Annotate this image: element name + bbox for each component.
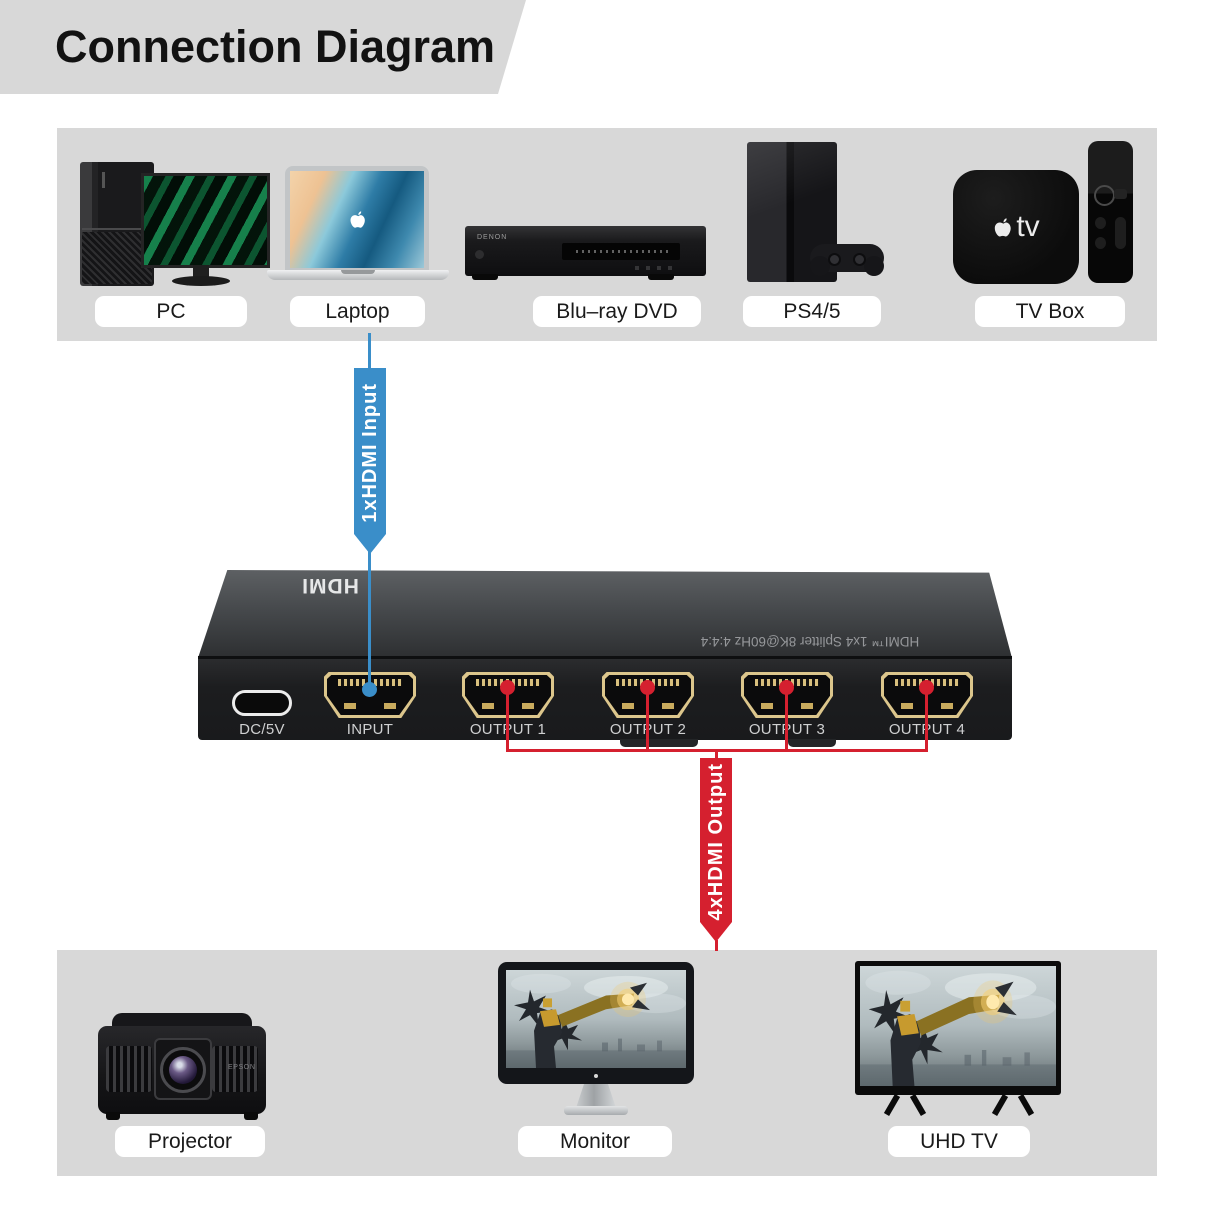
uhdtv-foot	[991, 1093, 1035, 1117]
input-cable-line	[368, 550, 371, 690]
apple-logo-icon	[350, 210, 365, 228]
pc-monitor-base	[172, 276, 230, 286]
appletv-text: tv	[1016, 210, 1040, 243]
ps-controller-grip	[864, 256, 884, 276]
label-monitor-text: Monitor	[559, 1129, 631, 1153]
label-projector-text: Projector	[147, 1129, 233, 1153]
input-connection-dot	[362, 682, 377, 697]
label-ps: PS4/5	[743, 296, 881, 327]
label-laptop: Laptop	[290, 296, 425, 327]
input-cable-line	[368, 333, 371, 368]
projector-lens-ring	[160, 1047, 206, 1093]
label-projector: Projector	[115, 1126, 265, 1157]
remote-button	[1114, 189, 1127, 199]
pc-tower-seam	[82, 228, 152, 230]
projector-vent	[106, 1046, 152, 1092]
splitter-model-text: HDMI™ 1x4 Splitter 8K@60Hz 4:4:4	[700, 634, 920, 649]
label-tvbox: TV Box	[975, 296, 1125, 327]
bluray-player-illustration: DENON	[465, 226, 706, 276]
uhdtv-screen	[860, 966, 1056, 1086]
pc-monitor-illustration	[141, 173, 270, 268]
robot-scene-art	[860, 970, 1056, 1086]
remote-button	[1095, 237, 1106, 249]
remote-volume-button	[1115, 217, 1126, 249]
output-bus-line	[506, 749, 928, 752]
label-monitor: Monitor	[518, 1126, 672, 1157]
output1-cable-line	[506, 688, 509, 752]
projector-vent	[212, 1046, 258, 1092]
pc-monitor-stand	[193, 265, 209, 278]
output4-connection-dot	[919, 680, 934, 695]
pc-tower-vent	[82, 232, 152, 284]
label-laptop-text: Laptop	[325, 299, 390, 323]
pc-tower-led	[102, 172, 105, 188]
output-arrow-banner: 4xHDMI Output	[700, 758, 732, 942]
tv-remote-illustration	[1088, 141, 1133, 283]
projector-foot	[106, 1112, 120, 1120]
projector-brand-text: EPSON	[228, 1064, 256, 1071]
usb-c-power-port	[232, 690, 292, 716]
ps-controller-stick	[853, 253, 866, 266]
label-bluray: Blu–ray DVD	[533, 296, 701, 327]
label-bluray-text: Blu–ray DVD	[556, 299, 678, 323]
monitor-screen	[506, 970, 686, 1068]
output4-cable-line	[925, 688, 928, 752]
bluray-foot	[648, 274, 674, 280]
tv-box-illustration: tv	[953, 170, 1079, 284]
monitor-stand	[576, 1084, 616, 1108]
output1-connection-dot	[500, 680, 515, 695]
label-ps-text: PS4/5	[783, 299, 841, 323]
input-arrow-label: 1xHDMI Input	[358, 383, 381, 523]
bluray-display	[562, 243, 680, 260]
projector-lens-glass	[169, 1056, 197, 1084]
remote-menu-button	[1094, 185, 1115, 206]
label-uhdtv-text: UHD TV	[920, 1129, 998, 1153]
port-label-dc: DC/5V	[239, 721, 285, 738]
monitor-base	[564, 1106, 628, 1115]
hdmi-logo: HDMI	[301, 574, 359, 597]
ps-controller-grip	[810, 256, 830, 276]
splitter-top-face	[198, 570, 1012, 658]
output-arrow-label: 4xHDMI Output	[704, 763, 727, 921]
remote-button	[1095, 217, 1106, 229]
port-label-input: INPUT	[346, 721, 394, 738]
title-banner: Connection Diagram	[0, 0, 526, 94]
apple-logo-icon	[995, 217, 1012, 236]
laptop-wallpaper	[290, 171, 424, 268]
bluray-brand-text: DENON	[477, 234, 508, 241]
uhdtv-wallpaper	[860, 966, 1056, 1086]
output3-connection-dot	[779, 680, 794, 695]
output2-cable-line	[646, 688, 649, 752]
splitter-foot-tab	[788, 739, 836, 747]
monitor-logo-dot	[594, 1074, 598, 1078]
output3-cable-line	[785, 688, 788, 752]
monitor-wallpaper	[506, 970, 686, 1068]
label-tvbox-text: TV Box	[1015, 299, 1085, 323]
label-uhdtv: UHD TV	[888, 1126, 1030, 1157]
laptop-base	[267, 270, 449, 280]
input-arrow-banner: 1xHDMI Input	[354, 368, 386, 554]
uhdtv-foot	[883, 1093, 927, 1117]
bluray-buttons	[635, 266, 679, 270]
splitter-foot-tab	[620, 739, 698, 747]
output-cable-line	[715, 940, 718, 951]
page-title: Connection Diagram	[55, 21, 496, 72]
robot-scene-art	[506, 973, 686, 1068]
output2-connection-dot	[640, 680, 655, 695]
label-pc: PC	[95, 296, 247, 327]
ps-controller-stick	[828, 253, 841, 266]
laptop-illustration	[285, 166, 429, 270]
output-stub-line	[715, 752, 718, 760]
label-pc-text: PC	[156, 299, 186, 323]
bluray-power-knob	[475, 250, 484, 259]
ps-controller-illustration	[810, 244, 884, 276]
projector-foot	[244, 1112, 258, 1120]
pc-monitor-wallpaper	[144, 176, 267, 265]
bluray-foot	[472, 274, 498, 280]
